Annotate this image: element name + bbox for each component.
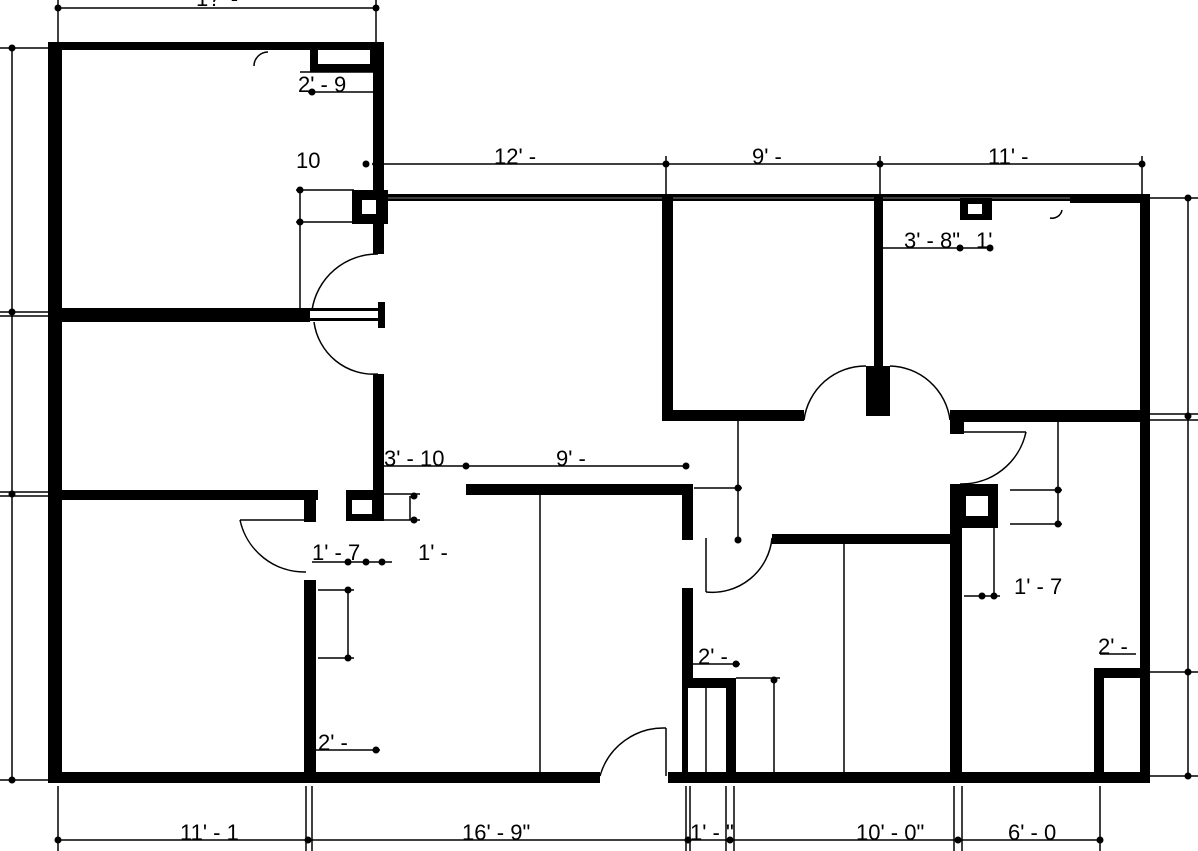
wall-room-divider-2	[48, 490, 318, 500]
dim-bottom-4: 10' - 0"	[856, 820, 924, 845]
door-swing-3	[239, 519, 307, 573]
wall-mid-vertical	[682, 484, 693, 540]
dim-room-door-offset: 2' - 9	[298, 72, 346, 97]
dim-bottom-2: 16' - 9"	[462, 820, 530, 845]
door-swing-1	[311, 253, 379, 311]
dim-wall-offset-small: 1' -	[418, 540, 448, 565]
dimension-ticks	[8, 4, 1192, 844]
wall-top-right	[1070, 194, 1150, 203]
dim-bottom-left-closet: 2' -	[318, 730, 348, 755]
door-swing-5	[889, 365, 951, 421]
dim-mid-closet: 2' -	[698, 644, 728, 669]
dim-corridor-span-2: 9' -	[752, 144, 782, 169]
door-swing-2	[313, 321, 379, 375]
wall-upper-room-2	[874, 196, 883, 416]
dim-door-offset-left: 1' - 7	[312, 540, 360, 565]
dimension-labels: 1?' - 2' - 9 10 12' - 9' - 11' - 3' - 8"…	[180, 0, 1128, 845]
dim-corridor-span-1: 12' -	[494, 144, 536, 169]
wall-upper-room-1	[662, 196, 673, 420]
wall-mid-room-top	[466, 484, 692, 495]
dim-bottom-1: 11' - 1	[180, 820, 239, 845]
door-swing-6	[959, 431, 1027, 485]
wall-vertical-upper	[373, 42, 384, 254]
dim-bottom-5: 6' - 0	[1008, 820, 1056, 845]
wall-bottom-left	[48, 772, 600, 783]
dim-corridor-span-3: 11' -	[988, 144, 1028, 169]
dim-right-closet: 2' -	[1098, 634, 1128, 659]
door-swing-4	[803, 365, 867, 421]
dim-room-width-mid: 9' -	[556, 446, 586, 471]
wall-bottom-left-room	[304, 580, 316, 780]
wall-bottom-right	[668, 772, 1149, 783]
wall-right-exterior	[1140, 194, 1150, 783]
wall-top-left	[48, 42, 384, 50]
dim-bottom-3: 1' - "	[690, 820, 734, 845]
wall-right-inner	[950, 484, 962, 780]
wall-right-closet	[1094, 668, 1148, 678]
door-swing-7	[705, 537, 773, 594]
dim-closet-offset: 3' - 10	[384, 446, 444, 471]
dim-wall-small: 10	[296, 148, 320, 173]
dim-right-door-offset: 1' - 7	[1014, 574, 1062, 599]
walls	[48, 42, 1150, 783]
dim-column-offset: 3' - 8"	[904, 228, 960, 253]
wall-left-exterior	[48, 42, 62, 782]
wall-right-room-top	[950, 410, 1146, 422]
door-swing-8	[599, 727, 667, 777]
wall-corridor-top	[378, 194, 1070, 197]
dim-top-left-width: 1?' -	[196, 0, 238, 11]
wall-room-divider-1	[48, 308, 310, 322]
dim-column-width: 1'	[976, 228, 992, 253]
